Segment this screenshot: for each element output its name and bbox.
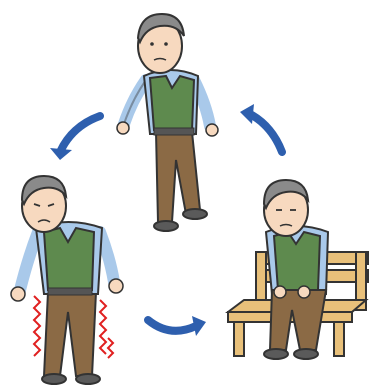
arrow-pain-to-rest-head (192, 316, 206, 336)
arrow-pain-to-rest-icon (148, 320, 196, 331)
elderly-man-sitting-bench-icon (228, 180, 368, 359)
arrow-walk-to-pain-icon (60, 116, 100, 152)
pain-mark-icon (108, 338, 113, 358)
elderly-man-walking-icon (117, 14, 218, 231)
arrow-rest-to-walk-icon (250, 114, 282, 152)
arrow-walk-to-pain-head (50, 148, 72, 160)
arrow-rest-to-walk-head (240, 104, 254, 124)
pain-mark-icon (100, 300, 106, 354)
pain-mark-icon (34, 296, 40, 356)
elderly-man-leg-pain-icon (11, 176, 123, 384)
